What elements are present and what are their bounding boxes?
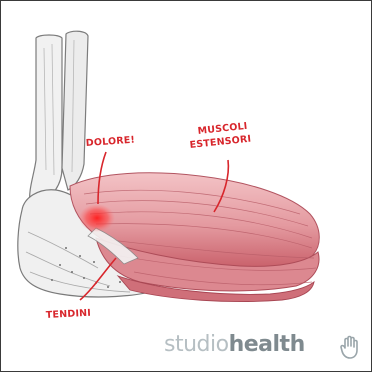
brand-logo: studiohealth — [164, 332, 305, 357]
pain-label: DOLORE! — [85, 135, 135, 149]
humerus-bone — [30, 31, 88, 204]
brand-part1: studio — [164, 332, 229, 357]
tendons-label: TENDINI — [46, 308, 92, 321]
hand-logo-icon — [340, 334, 360, 360]
brand-part2: health — [229, 332, 305, 357]
pain-highlight — [79, 204, 115, 232]
